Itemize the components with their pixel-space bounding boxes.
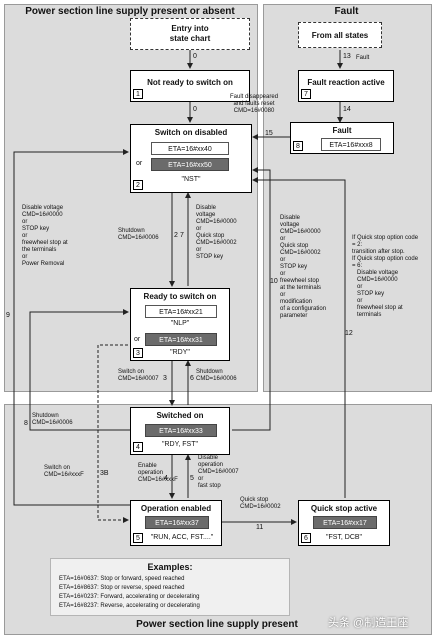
arrow-t12 <box>252 177 346 498</box>
eta-switch-on-disabled-2: ETA=16#xx50 <box>151 158 229 171</box>
state-fault-reaction: Fault reaction active 7 <box>298 70 394 102</box>
state-status-nst: "NST" <box>181 176 201 183</box>
eta-ready-2: ETA=16#xx31 <box>145 333 217 346</box>
examples-panel: Examples: ETA=16#0637: Stop or forward, … <box>50 558 290 616</box>
state-number-3: 3 <box>133 348 143 358</box>
state-quick-stop-label: Quick stop active <box>310 504 378 513</box>
transition-3b: 3B <box>100 470 109 477</box>
state-number-6: 6 <box>301 533 311 543</box>
example-line: ETA=16#8237: Reverse, accelerating or de… <box>59 603 200 609</box>
state-switched-on-label: Switched on <box>156 411 204 420</box>
eta-operation-enabled: ETA=16#xx37 <box>145 516 209 529</box>
state-fault-label: Fault <box>332 126 352 135</box>
transition-3-text: Switch on CMD=16#0007 <box>118 369 159 382</box>
or-text: or <box>136 160 143 167</box>
transition-10-text: Disable voltage CMD=16#0000 or Quick sto… <box>280 215 327 319</box>
transition-2: 2 <box>174 232 178 239</box>
transition-10: 10 <box>270 278 278 285</box>
state-quick-stop-active: Quick stop active ETA=16#xx17 "FST, DCB"… <box>298 500 390 546</box>
state-switch-on-disabled-label: Switch on disabled <box>154 128 228 137</box>
state-from-all-label: From all states <box>311 31 369 40</box>
state-number-1: 1 <box>133 89 143 99</box>
state-entry: Entry into state chart <box>130 18 250 50</box>
examples-title: Examples: <box>147 562 193 572</box>
state-operation-enabled: Operation enabled ETA=16#xx37 "RUN, ACC,… <box>130 500 222 546</box>
transition-13-text: Fault <box>356 55 370 61</box>
eta-quick-stop: ETA=16#xx17 <box>313 516 377 529</box>
state-number-8: 8 <box>293 141 303 151</box>
transition-6: 6 <box>190 375 194 382</box>
state-ready-to-switch-on: Ready to switch on ETA=16#xx21 "NLP" or … <box>130 288 230 361</box>
transition-6-text: Shutdown CMD=16#0006 <box>196 369 237 382</box>
state-number-2: 2 <box>133 180 143 190</box>
state-status-rdy-fst: "RDY, FST" <box>162 441 198 448</box>
transition-4: 4 <box>164 475 168 482</box>
state-from-all: From all states <box>298 22 382 48</box>
state-ready-label: Ready to switch on <box>143 292 217 301</box>
state-number-5: 5 <box>133 533 143 543</box>
example-line: ETA=16#8637: Stop or reverse, speed reac… <box>59 585 185 591</box>
state-status-nlp: "NLP" <box>170 320 190 327</box>
transition-8: 8 <box>24 420 28 427</box>
state-not-ready-label: Not ready to switch on <box>147 78 233 87</box>
transition-9: 9 <box>6 312 10 319</box>
panel-title-bottom: Power section line supply present <box>136 619 298 630</box>
panel-fault <box>263 4 432 392</box>
state-operation-enabled-label: Operation enabled <box>140 504 212 513</box>
watermark: 头条 @制造王座 <box>328 617 409 629</box>
transition-4-text: Enable operation CMD=16#xxxF <box>138 463 178 483</box>
state-fault: Fault ETA=16#xxx8 8 <box>290 122 394 154</box>
transition-12: 12 <box>345 330 353 337</box>
state-fault-reaction-label: Fault reaction active <box>307 78 385 87</box>
eta-fault: ETA=16#xxx8 <box>321 138 381 151</box>
transition-7: 7 <box>180 232 184 239</box>
arrow-t3b <box>97 344 129 523</box>
eta-switched-on: ETA=16#xx33 <box>145 424 217 437</box>
eta-switch-on-disabled-1: ETA=16#xx40 <box>151 142 229 155</box>
transition-15-text: Fault disappeared and faults reset CMD=1… <box>230 94 279 114</box>
transition-8-text: Shutdown CMD=16#0006 <box>32 413 73 426</box>
state-switched-on: Switched on ETA=16#xx33 "RDY, FST" 4 <box>130 407 230 455</box>
transition-11-text: Quick stop CMD=16#0002 <box>240 497 281 510</box>
transition-2-text: Shutdown CMD=16#0006 <box>118 228 159 241</box>
example-line: ETA=16#0637: Stop or forward, speed reac… <box>59 576 185 582</box>
state-entry-label: Entry into state chart <box>169 24 211 43</box>
or-text: or <box>134 336 141 343</box>
panel-title-fault: Fault <box>334 6 359 17</box>
arrow-t9 <box>13 149 130 506</box>
state-not-ready: Not ready to switch on 1 <box>130 70 250 102</box>
state-number-7: 7 <box>301 89 311 99</box>
example-line: ETA=16#0237: Forward, accelerating or de… <box>59 594 200 600</box>
transition-15: 15 <box>265 130 273 137</box>
transition-5-text: Disable operation CMD=16#0007 or fast st… <box>198 455 239 489</box>
state-status-fst-dcb: "FST, DCB" <box>325 534 363 541</box>
eta-ready-1: ETA=16#xx21 <box>145 305 217 318</box>
panel-title-left: Power section line supply present or abs… <box>25 6 235 17</box>
transition-5: 5 <box>190 475 194 482</box>
transition-12-text: If Quick stop option code = 2: transitio… <box>352 235 419 318</box>
arrow-t10 <box>232 167 271 431</box>
transition-7-text: Disable voltage CMD=16#0000 or Quick sto… <box>196 205 237 260</box>
state-status-run: "RUN, ACC, FST...." <box>150 534 214 541</box>
transition-3b-text: Switch on CMD=16#xxxF <box>44 465 84 478</box>
state-number-4: 4 <box>133 442 143 452</box>
transition-13: 13 <box>343 53 351 60</box>
state-status-rdy: "RDY" <box>170 349 190 356</box>
transition-14: 14 <box>343 106 351 113</box>
transition-0-top: 0 <box>193 53 197 60</box>
arrow-t8 <box>29 309 130 431</box>
transition-0-bottom: 0 <box>193 106 197 113</box>
transition-11: 11 <box>256 524 264 531</box>
state-switch-on-disabled: Switch on disabled ETA=16#xx40 or ETA=16… <box>130 124 252 193</box>
transition-9-text: Disable voltage CMD=16#0000 or STOP key … <box>22 205 68 267</box>
transition-3: 3 <box>163 375 167 382</box>
